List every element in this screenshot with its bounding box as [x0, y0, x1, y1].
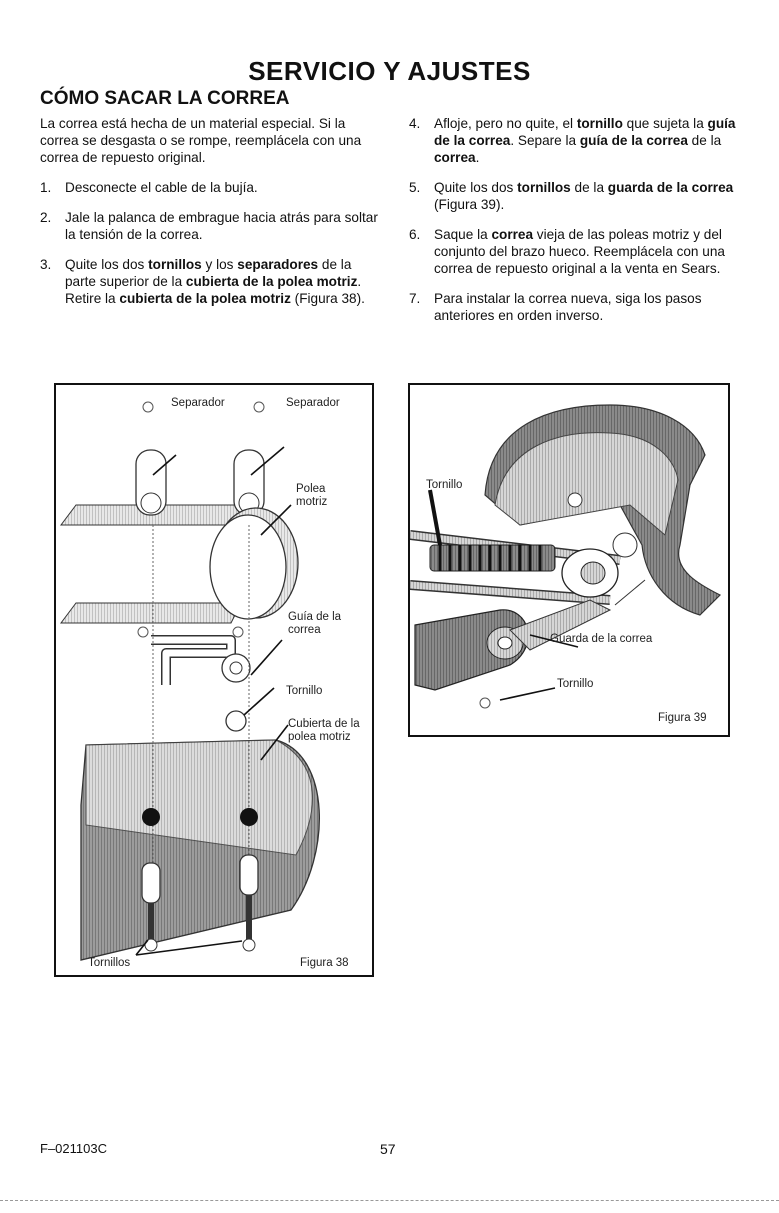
step-text-run: vieja de las poleas motriz y del conjunt… [434, 227, 725, 276]
step-text-run: Para instalar la correa nueva, siga los … [434, 291, 702, 323]
step-text: Saque la correa vieja de las poleas motr… [434, 226, 739, 277]
step-text-run: (Figura 39). [434, 197, 505, 212]
figure-38: Separador Separador Polea motriz Guía de… [54, 383, 374, 977]
step-text-bold: guarda de la correa [607, 180, 734, 195]
page-number: 57 [380, 1141, 396, 1157]
step-text: Quite los dos tornillos y los separadore… [65, 256, 380, 307]
step-text-bold: guía de la correa [434, 116, 736, 148]
step-text-run: que sujeta la [622, 116, 708, 131]
label-tornillo-top: Tornillo [426, 479, 463, 491]
step-number: 2. [40, 210, 52, 225]
step-text-bold: tornillo [576, 116, 623, 131]
step-text: Desconecte el cable de la bujía. [65, 179, 380, 196]
step-text-run: Desconecte el cable de la bujía. [65, 180, 258, 195]
label-tornillo: Tornillo [286, 685, 323, 697]
figure-39: Tornillo Guarda de la correa Tornillo Fi… [408, 383, 730, 737]
label-guarda-correa: Guarda de la correa [550, 633, 653, 645]
step-text-bold: correa [434, 150, 476, 165]
step-item: 2. Jale la palanca de embrague hacia atr… [40, 209, 380, 243]
step-text-run: . Separe la [510, 133, 580, 148]
step-item: 4. Afloje, pero no quite, el tornillo qu… [409, 115, 739, 166]
step-text-run: Saque la [434, 227, 492, 242]
label-guia-correa: Guía de la correa [288, 611, 342, 636]
step-item: 7. Para instalar la correa nueva, siga l… [409, 290, 739, 324]
step-text: Jale la palanca de embrague hacia atrás … [65, 209, 380, 243]
step-text: Afloje, pero no quite, el tornillo que s… [434, 115, 739, 166]
label-separador-2: Separador [286, 397, 340, 409]
step-text-bold: correa [491, 227, 534, 242]
step-text: Quite los dos tornillos de la guarda de … [434, 179, 739, 213]
step-number: 3. [40, 257, 52, 272]
step-number: 4. [409, 116, 421, 131]
step-text-run: de la parte superior de la [65, 257, 352, 289]
step-text-run: y los [201, 257, 238, 272]
step-text-bold: tornillos [148, 257, 202, 272]
step-number: 6. [409, 227, 421, 242]
document-code: F–021103C [40, 1141, 107, 1156]
step-text-run: . Retire la [65, 274, 362, 306]
section-title: CÓMO SACAR LA CORREA [40, 88, 290, 109]
step-item: 6. Saque la correa vieja de las poleas m… [409, 226, 739, 277]
step-text-bold: guía de la correa [579, 133, 688, 148]
bottom-rule [0, 1200, 779, 1201]
step-number: 7. [409, 291, 421, 306]
figure-39-illustration [410, 404, 722, 709]
step-text-run: Afloje, pero no quite, el [434, 116, 577, 131]
step-text-run: de la [570, 180, 608, 195]
label-separador-1: Separador [171, 397, 225, 409]
label-tornillos: Tornillos [88, 957, 131, 969]
step-text-run: (Figura 38). [290, 291, 365, 306]
page-title: SERVICIO Y AJUSTES [248, 56, 531, 86]
step-text-bold: cubierta de la polea motriz [185, 274, 358, 289]
figure-38-caption: Figura 38 [300, 957, 349, 969]
step-text-run: Quite los dos [434, 180, 518, 195]
figure-39-caption: Figura 39 [658, 712, 707, 724]
step-text-bold: tornillos [517, 180, 571, 195]
right-column: 4. Afloje, pero no quite, el tornillo qu… [409, 115, 739, 337]
label-polea-motriz: Polea motriz [296, 483, 328, 508]
step-text-run: Quite los dos [65, 257, 149, 272]
step-text: Para instalar la correa nueva, siga los … [434, 290, 739, 324]
step-item: 3. Quite los dos tornillos y los separad… [40, 256, 380, 307]
step-number: 1. [40, 180, 52, 195]
intro-paragraph: La correa está hecha de un material espe… [40, 116, 362, 165]
left-column: La correa está hecha de un material espe… [40, 115, 380, 320]
step-text-run: Jale la palanca de embrague hacia atrás … [65, 210, 378, 242]
step-text-bold: cubierta de la polea motriz [119, 291, 291, 306]
label-cubierta-polea: Cubierta de la polea motriz [288, 718, 360, 743]
step-number: 5. [409, 180, 421, 195]
step-text-run: . [475, 150, 480, 165]
step-item: 5. Quite los dos tornillos de la guarda … [409, 179, 739, 213]
step-text-run: de la [687, 133, 722, 148]
label-tornillo-bottom: Tornillo [557, 678, 594, 690]
figure-38-illustration [60, 401, 320, 961]
step-text-bold: separadores [237, 257, 319, 272]
step-item: 1. Desconecte el cable de la bujía. [40, 179, 380, 196]
